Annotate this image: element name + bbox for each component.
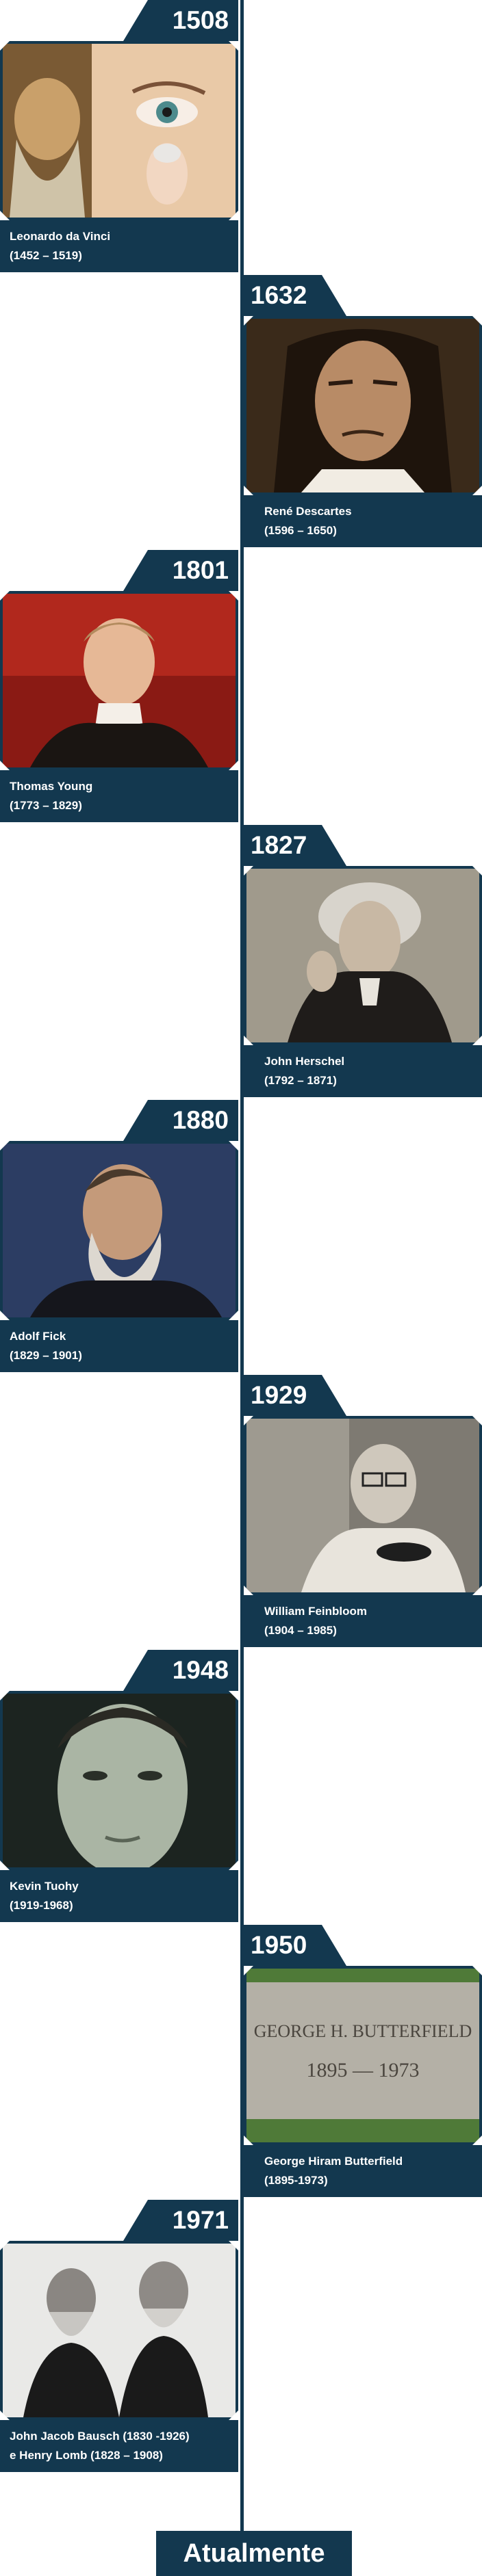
- caption: Kevin Tuohy (1919-1968): [0, 1870, 238, 1922]
- caption: Thomas Young (1773 – 1829): [0, 770, 238, 822]
- person-dates: (1904 – 1985): [264, 1624, 337, 1637]
- year-tab: 1801: [123, 550, 238, 591]
- timeline-entry-1801: 1801 Thomas Young (1773 – 1829): [0, 550, 238, 822]
- year-tab: 1508: [123, 0, 238, 41]
- year-tab: 1827: [244, 825, 346, 866]
- year-tab: 1632: [244, 275, 346, 316]
- year-tab: 1880: [123, 1100, 238, 1141]
- person-dates: e Henry Lomb (1828 – 1908): [10, 2449, 163, 2462]
- caption: George Hiram Butterfield (1895-1973): [244, 2145, 482, 2197]
- timeline-entry-1632: 1632 René Descartes (1596 – 1650): [244, 275, 482, 547]
- person-dates: (1773 – 1829): [10, 799, 82, 812]
- caption: Leonardo da Vinci (1452 – 1519): [0, 220, 238, 272]
- person-name: Thomas Young: [10, 780, 93, 793]
- year-tab: 1971: [123, 2200, 238, 2241]
- person-dates: (1895-1973): [264, 2174, 328, 2187]
- portrait-william-feinbloom: [244, 1416, 482, 1595]
- caption: René Descartes (1596 – 1650): [244, 495, 482, 547]
- present-day-label: Atualmente: [156, 2531, 352, 2576]
- person-dates: (1792 – 1871): [264, 1074, 337, 1087]
- gravestone-years: 1895 — 1973: [307, 2059, 420, 2081]
- caption: Adolf Fick (1829 – 1901): [0, 1320, 238, 1372]
- timeline-entry-1827: 1827 John Herschel (1792 – 1871): [244, 825, 482, 1097]
- timeline-entry-1948: 1948 Kevin Tuohy (1919-1968): [0, 1650, 238, 1922]
- person-dates: (1829 – 1901): [10, 1349, 82, 1362]
- person-name: George Hiram Butterfield: [264, 2155, 403, 2168]
- year-tab: 1950: [244, 1925, 346, 1966]
- caption: John Herschel (1792 – 1871): [244, 1045, 482, 1097]
- person-name: Adolf Fick: [10, 1330, 66, 1343]
- gravestone-name: GEORGE H. BUTTERFIELD: [254, 2021, 472, 2041]
- portrait-rene-descartes: [244, 316, 482, 495]
- person-name: Kevin Tuohy: [10, 1880, 79, 1893]
- person-name: William Feinbloom: [264, 1605, 368, 1618]
- caption: William Feinbloom (1904 – 1985): [244, 1595, 482, 1647]
- portrait-kevin-tuohy: [0, 1691, 238, 1870]
- person-name: René Descartes: [264, 505, 352, 518]
- gravestone-george-butterfield: GEORGE H. BUTTERFIELD 1895 — 1973: [244, 1966, 482, 2145]
- timeline-entry-1929: 1929 William Feinbloom (1904 – 1985): [244, 1375, 482, 1647]
- portrait-bausch-and-lomb: [0, 2241, 238, 2420]
- portrait-thomas-young: [0, 591, 238, 770]
- timeline-entry-1508: 1508 Leonardo da Vinci (1452 – 1519): [0, 0, 238, 272]
- year-tab: 1929: [244, 1375, 346, 1416]
- caption: John Jacob Bausch (1830 -1926) e Henry L…: [0, 2420, 238, 2472]
- timeline-entry-1950: 1950 GEORGE H. BUTTERFIELD 1895 — 1973 G…: [244, 1925, 482, 2197]
- person-name: John Jacob Bausch (1830 -1926): [10, 2430, 190, 2443]
- portrait-adolf-fick: [0, 1141, 238, 1320]
- portrait-leonardo-da-vinci: [0, 41, 238, 220]
- portrait-john-herschel: [244, 866, 482, 1045]
- timeline-entry-1880: 1880 Adolf Fick (1829 – 1901): [0, 1100, 238, 1372]
- timeline-axis: [240, 0, 244, 2531]
- person-name: Leonardo da Vinci: [10, 230, 111, 243]
- person-name: John Herschel: [264, 1055, 345, 1068]
- person-dates: (1596 – 1650): [264, 524, 337, 537]
- person-dates: (1452 – 1519): [10, 249, 82, 262]
- timeline-entry-1971: 1971 John Jacob Bausch (1830 -1926) e He…: [0, 2200, 238, 2472]
- person-dates: (1919-1968): [10, 1899, 73, 1912]
- year-tab: 1948: [123, 1650, 238, 1691]
